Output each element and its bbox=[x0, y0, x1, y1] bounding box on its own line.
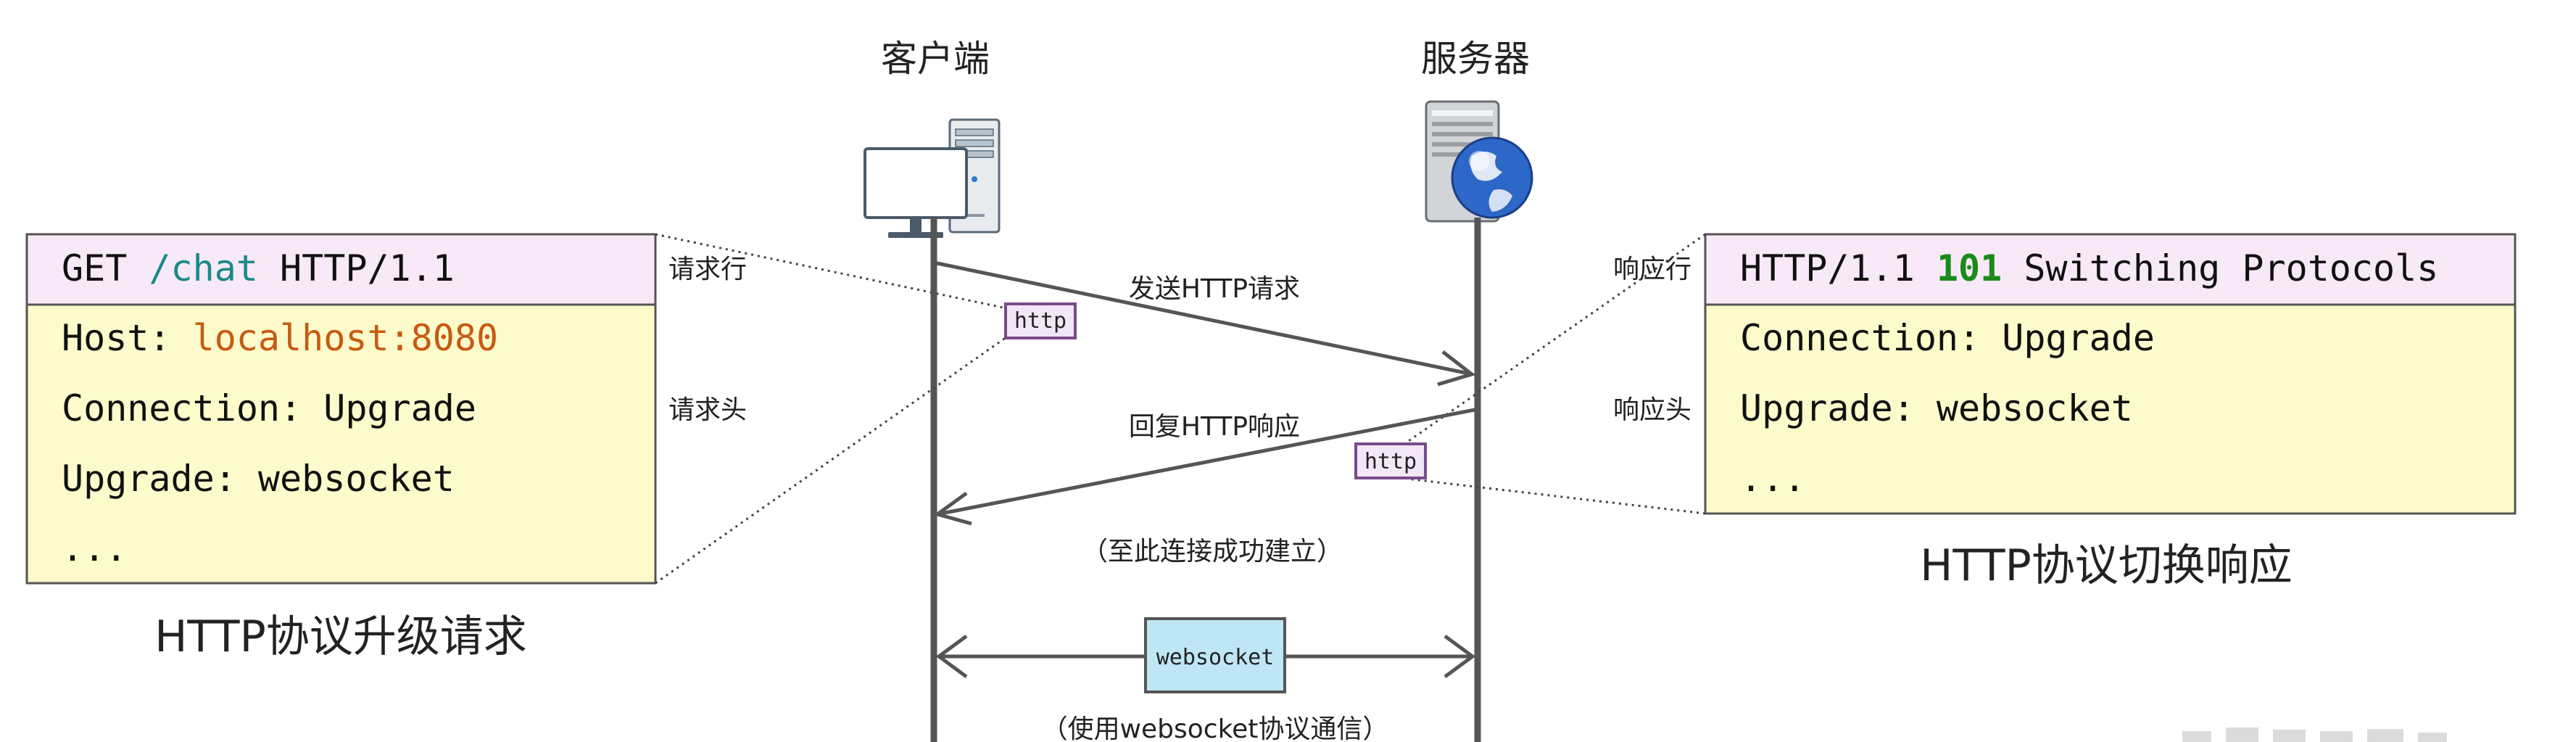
request-headers-label: 请求头 bbox=[668, 395, 747, 425]
response-upgrade-header: Upgrade: websocket bbox=[1740, 387, 2133, 429]
websocket-bidirectional-arrow bbox=[935, 634, 1476, 679]
connection-established-note: （至此连接成功建立） bbox=[1082, 537, 1343, 566]
svg-text:websocket: websocket bbox=[1156, 645, 1275, 670]
status-line: HTTP/1.1 101 Switching Protocols bbox=[1740, 247, 2438, 289]
response-line-label: 响应行 bbox=[1613, 255, 1691, 284]
svg-text:http: http bbox=[1014, 308, 1067, 334]
http-upgrade-request-box: GET /chat HTTP/1.1 Host: localhost:8080 … bbox=[25, 233, 657, 585]
websocket-communication-note: （使用websocket协议通信） bbox=[1042, 714, 1389, 742]
http-request-tag: http bbox=[1004, 302, 1077, 339]
watermark-fragment bbox=[2182, 727, 2447, 742]
http-switching-response-box: HTTP/1.1 101 Switching Protocols Connect… bbox=[1704, 233, 2517, 515]
reply-response-label: 回复HTTP响应 bbox=[1129, 412, 1300, 442]
response-headers-label: 响应头 bbox=[1613, 395, 1691, 425]
computer-icon bbox=[864, 118, 1001, 238]
server-globe-icon bbox=[1425, 100, 1533, 223]
reply-response-arrow bbox=[933, 408, 1475, 526]
connection-header: Connection: Upgrade bbox=[62, 387, 476, 429]
dotted-connectors bbox=[655, 233, 1706, 585]
client-label: 客户端 bbox=[881, 38, 990, 80]
request-caption: HTTP协议升级请求 bbox=[154, 611, 527, 662]
host-header: Host: localhost:8080 bbox=[62, 317, 498, 359]
upgrade-header: Upgrade: websocket bbox=[62, 458, 455, 500]
response-ellipsis-line: ... bbox=[1740, 458, 1805, 500]
ellipsis-line: ... bbox=[62, 527, 127, 569]
send-request-arrow bbox=[933, 260, 1476, 387]
response-caption: HTTP协议切换响应 bbox=[1920, 540, 2293, 591]
svg-text:http: http bbox=[1364, 449, 1417, 474]
websocket-tag: websocket bbox=[1144, 617, 1286, 693]
send-request-label: 发送HTTP请求 bbox=[1129, 274, 1300, 304]
response-connection-header: Connection: Upgrade bbox=[1740, 317, 2155, 359]
request-line-label: 请求行 bbox=[668, 255, 747, 284]
http-response-tag: http bbox=[1354, 442, 1427, 479]
server-label: 服务器 bbox=[1421, 38, 1530, 80]
request-line: GET /chat HTTP/1.1 bbox=[62, 247, 455, 289]
